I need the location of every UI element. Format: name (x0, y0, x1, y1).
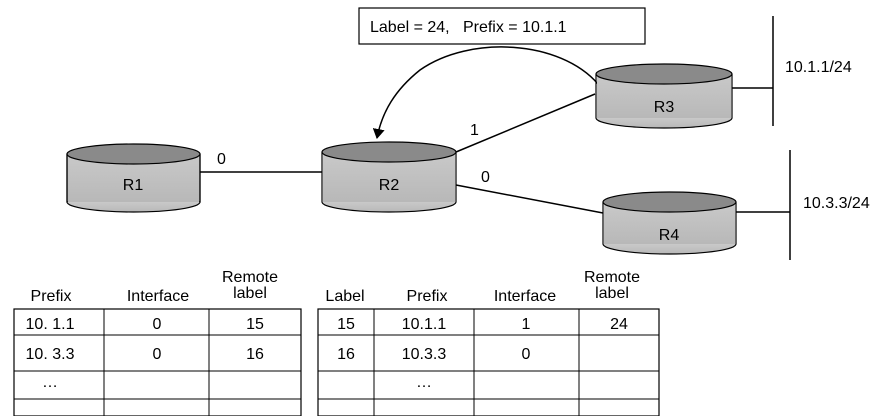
message-text: Label = 24, Prefix = 10.1.1 (370, 19, 567, 36)
left-table: Prefix Interface Remote label 10. 1.1 0 … (13, 269, 302, 416)
router-r4: R4 (602, 191, 737, 255)
left-header-remote-line1: Remote (222, 269, 278, 286)
right-header-interface: Interface (494, 288, 556, 305)
right-header-label: Label (325, 288, 364, 305)
interface-label-r2-r3: 1 (470, 122, 479, 139)
left-cell-r1c2: 0 (153, 316, 162, 333)
left-header-remote-line2: label (233, 285, 267, 302)
right-cell-r1c1: 15 (337, 316, 355, 333)
router-r2-label: R2 (379, 177, 400, 194)
right-header-prefix: Prefix (407, 288, 448, 305)
interface-label-r1-r2: 0 (217, 151, 226, 168)
router-r3: R3 (595, 63, 733, 129)
right-header-remote-line1: Remote (584, 269, 640, 286)
left-cell-r1c3: 15 (246, 316, 264, 333)
label-advertisement-arrow (372, 46, 599, 139)
subnet-label-r3: 10.1.1/24 (785, 59, 852, 76)
subnet-label-r4: 10.3.3/24 (803, 195, 870, 212)
left-header-prefix: Prefix (31, 288, 72, 305)
router-r3-label: R3 (654, 99, 675, 116)
router-r4-label: R4 (659, 227, 680, 244)
router-r1-label: R1 (123, 177, 144, 194)
right-cell-r1c2: 10.1.1 (402, 316, 447, 333)
right-cell-r2c2: 10.3.3 (402, 346, 447, 363)
right-cell-r3c2: … (416, 374, 432, 391)
right-table: Label Prefix Interface Remote label 15 1… (317, 269, 660, 416)
left-cell-r3c1: … (42, 374, 58, 391)
left-header-interface: Interface (127, 288, 189, 305)
left-cell-r2c1: 10. 3.3 (26, 346, 75, 363)
left-cell-r1c1: 10. 1.1 (26, 316, 75, 333)
left-cell-r2c2: 0 (153, 346, 162, 363)
right-cell-r2c1: 16 (337, 346, 355, 363)
router-r2: R2 (321, 141, 457, 213)
right-cell-r2c3: 0 (522, 346, 531, 363)
left-cell-r2c3: 16 (246, 346, 264, 363)
message-box (358, 7, 646, 45)
link-r2-r3 (455, 93, 596, 153)
interface-label-r2-r4: 0 (481, 169, 490, 186)
right-header-remote-line2: label (595, 285, 629, 302)
router-r1: R1 (66, 143, 201, 213)
right-cell-r1c3: 1 (522, 316, 531, 333)
link-r2-r4 (455, 184, 604, 214)
right-cell-r1c4: 24 (610, 316, 628, 333)
